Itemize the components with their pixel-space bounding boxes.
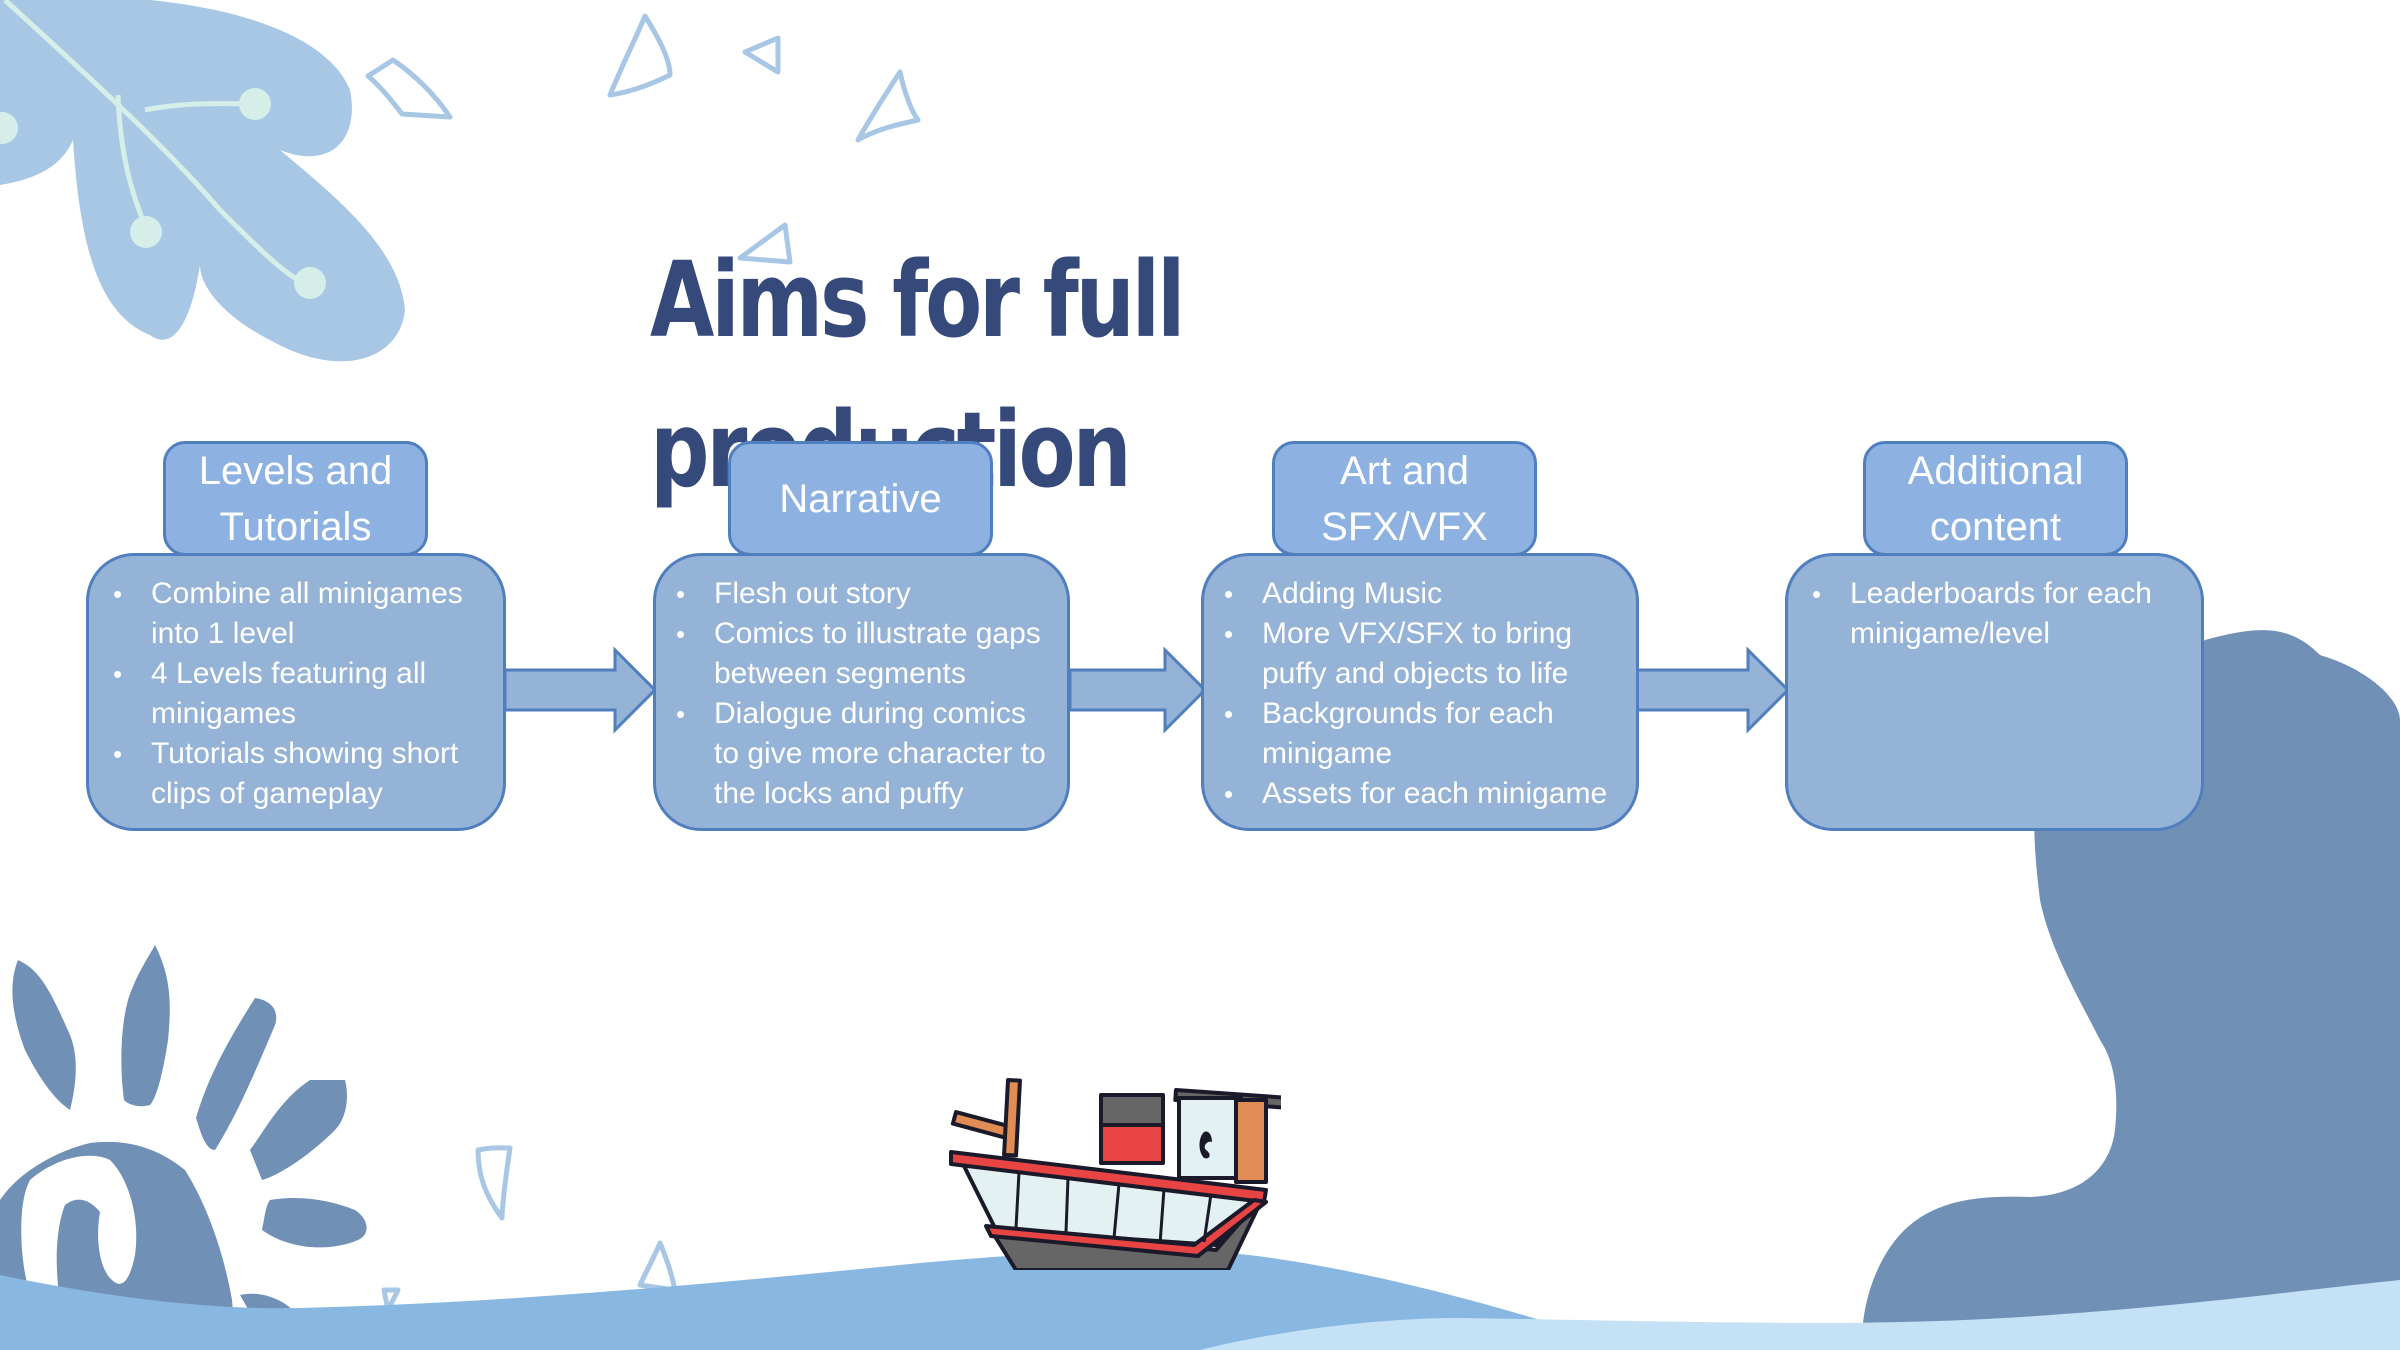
step-header-label: Additional content — [1907, 448, 2084, 549]
triangle-icon — [607, 13, 673, 98]
list-item: Assets for each minigame — [1224, 774, 1616, 814]
triangle-icons — [365, 13, 921, 1313]
bullet-list: Adding Music More VFX/SFX to bring puffy… — [1224, 574, 1616, 814]
step-body-levels-tutorials: Combine all minigames into 1 level 4 Lev… — [86, 553, 506, 831]
list-item: Flesh out story — [676, 574, 1047, 614]
arrow-icon — [1068, 646, 1208, 734]
list-item: Backgrounds for each minigame — [1224, 694, 1616, 774]
bullet-list: Flesh out story Comics to illustrate gap… — [676, 574, 1047, 814]
list-item: Combine all minigames into 1 level — [113, 574, 483, 654]
step-body-narrative: Flesh out story Comics to illustrate gap… — [653, 553, 1070, 831]
step-header-narrative: Narrative — [728, 441, 993, 556]
step-header-additional-content: Additional content — [1863, 441, 2128, 556]
list-item: 4 Levels featuring all minigames — [113, 654, 483, 734]
step-body-additional-content: Leaderboards for each minigame/level — [1785, 553, 2204, 831]
step-header-label: Art and SFX/VFX — [1321, 448, 1488, 549]
bullet-list: Leaderboards for each minigame/level — [1812, 574, 2171, 654]
boat-icon — [949, 1078, 1281, 1270]
list-item: Comics to illustrate gaps between segmen… — [676, 614, 1047, 694]
blob-shape — [1861, 630, 2400, 1350]
triangle-icon — [381, 1287, 401, 1313]
triangle-icon — [475, 1145, 513, 1221]
triangle-icon — [737, 222, 793, 265]
list-item: Leaderboards for each minigame/level — [1812, 574, 2171, 654]
triangle-icon — [742, 35, 781, 75]
step-header-label: Narrative — [779, 476, 942, 521]
step-header-label: Levels and Tutorials — [198, 448, 393, 549]
wave-icon — [1200, 1280, 2400, 1350]
step-header-art-sfx-vfx: Art and SFX/VFX — [1272, 441, 1537, 556]
bullet-list: Combine all minigames into 1 level 4 Lev… — [113, 574, 483, 814]
triangle-icon — [855, 69, 921, 143]
triangle-icon — [637, 1240, 678, 1293]
list-item: More VFX/SFX to bring puffy and objects … — [1224, 614, 1616, 694]
wave-icon — [0, 1250, 1540, 1350]
arrow-icon — [1635, 646, 1791, 734]
step-body-art-sfx-vfx: Adding Music More VFX/SFX to bring puffy… — [1201, 553, 1639, 831]
triangle-icon — [365, 57, 453, 120]
list-item: Dialogue during comics to give more char… — [676, 694, 1047, 814]
arrow-icon — [503, 646, 658, 734]
step-header-levels-tutorials: Levels and Tutorials — [163, 441, 428, 556]
list-item: Adding Music — [1224, 574, 1616, 614]
leaf-icon — [0, 0, 405, 362]
list-item: Tutorials showing short clips of gamepla… — [113, 734, 483, 814]
